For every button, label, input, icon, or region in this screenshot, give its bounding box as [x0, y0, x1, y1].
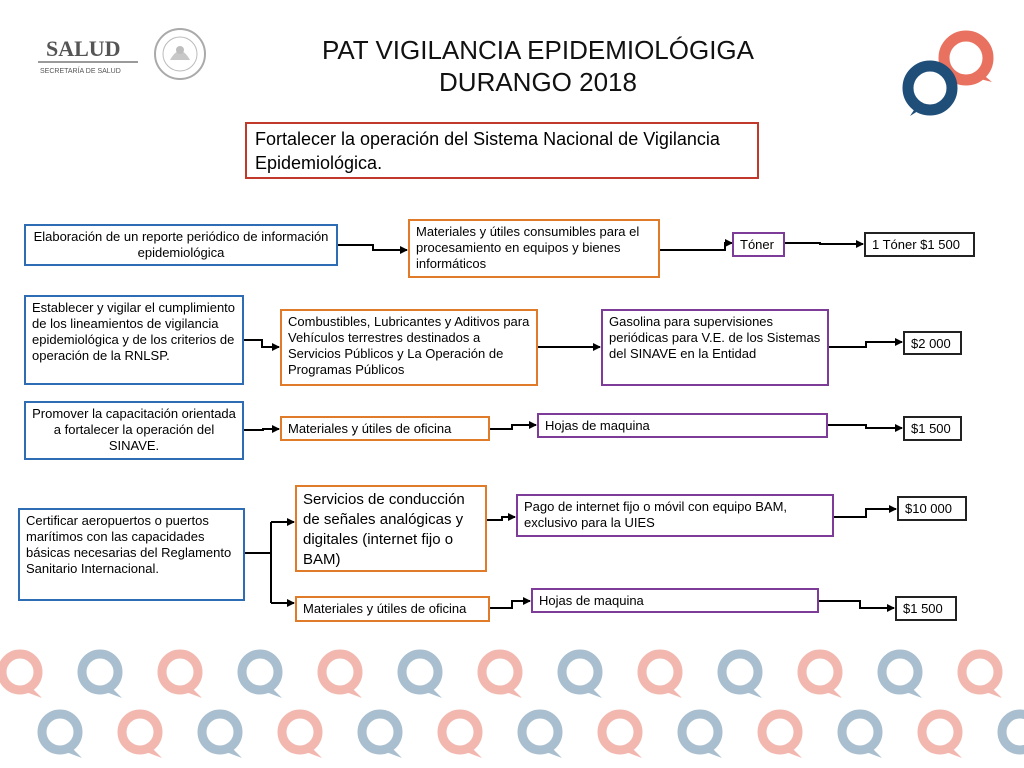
pattern-bubble-tail [906, 686, 922, 698]
pattern-bubble-tail [786, 746, 802, 758]
pattern-bubble-tail [346, 686, 362, 698]
pattern-bubble-icon [517, 709, 563, 755]
pattern-bubble-tail [386, 746, 402, 758]
pattern-bubble-icon [717, 649, 763, 695]
decorative-bubble-pattern [0, 649, 1024, 758]
pattern-bubble-icon [557, 649, 603, 695]
pattern-bubble-icon [37, 709, 83, 755]
speech-bubble-icon [902, 30, 994, 116]
pattern-bubble-tail [426, 686, 442, 698]
item-box-4a: Pago de internet fijo o móvil con equipo… [516, 494, 834, 537]
pattern-bubble-icon [357, 709, 403, 755]
pattern-bubble-tail [186, 686, 202, 698]
pattern-bubble-icon [637, 649, 683, 695]
pattern-bubble-icon [277, 709, 323, 755]
mexico-seal-icon [152, 26, 208, 82]
pattern-bubble-tail [546, 746, 562, 758]
pattern-bubble-tail [106, 686, 122, 698]
pattern-bubble-tail [506, 686, 522, 698]
pattern-bubble-icon [837, 709, 883, 755]
pattern-bubble-icon [477, 649, 523, 695]
pattern-bubble-icon [157, 649, 203, 695]
pattern-bubble-icon [397, 649, 443, 695]
title-line-1: PAT VIGILANCIA EPIDEMIOLÓGIGA [321, 35, 754, 65]
amount-box-2: $2 000 [903, 331, 962, 355]
action-box-3: Promover la capacitación orientada a for… [24, 401, 244, 460]
pattern-bubble-icon [877, 649, 923, 695]
pattern-bubble-icon [197, 709, 243, 755]
pattern-bubble-tail [706, 746, 722, 758]
pattern-bubble-tail [586, 686, 602, 698]
salud-subtitle: SECRETARÍA DE SALUD [40, 66, 121, 75]
pattern-bubble-icon [117, 709, 163, 755]
title-line-2: DURANGO 2018 [439, 67, 637, 97]
pattern-bubble-tail [306, 746, 322, 758]
pattern-bubble-icon [77, 649, 123, 695]
pattern-bubble-icon [797, 649, 843, 695]
pattern-bubble-icon [677, 709, 723, 755]
page-title: PAT VIGILANCIA EPIDEMIOLÓGIGA DURANGO 20… [260, 34, 816, 98]
item-box-4b: Hojas de maquina [531, 588, 819, 613]
amount-box-4b: $1 500 [895, 596, 957, 621]
pattern-bubble-tail [866, 746, 882, 758]
pattern-bubble-icon [757, 709, 803, 755]
action-box-4: Certificar aeropuertos o puertos marítim… [18, 508, 245, 601]
pattern-bubble-tail [666, 686, 682, 698]
pattern-bubble-tail [266, 686, 282, 698]
pattern-bubble-icon [957, 649, 1003, 695]
amount-box-4a: $10 000 [897, 496, 967, 521]
category-box-1: Materiales y útiles consumibles para el … [408, 219, 660, 278]
pattern-bubble-tail [946, 746, 962, 758]
pattern-bubble-icon [437, 709, 483, 755]
pattern-bubble-tail [986, 686, 1002, 698]
amount-box-1: 1 Tóner $1 500 [864, 232, 975, 257]
category-box-4a: Servicios de conducción de señales analó… [295, 485, 487, 572]
pattern-bubble-tail [226, 746, 242, 758]
pattern-bubble-tail [26, 686, 42, 698]
salud-logo: SALUD SECRETARÍA DE SALUD [34, 30, 144, 80]
item-box-1: Tóner [732, 232, 785, 257]
pattern-bubble-icon [597, 709, 643, 755]
action-box-2: Establecer y vigilar el cumplimiento de … [24, 295, 244, 385]
pattern-bubble-tail [746, 686, 762, 698]
objective-box: Fortalecer la operación del Sistema Naci… [245, 122, 759, 179]
category-box-4b: Materiales y útiles de oficina [295, 596, 490, 622]
pattern-bubble-tail [626, 746, 642, 758]
item-box-2: Gasolina para supervisiones periódicas p… [601, 309, 829, 386]
pattern-bubble-icon [317, 649, 363, 695]
pattern-bubble-icon [917, 709, 963, 755]
pattern-bubble-icon [997, 709, 1024, 755]
category-box-2: Combustibles, Lubricantes y Aditivos par… [280, 309, 538, 386]
amount-box-3: $1 500 [903, 416, 962, 441]
pattern-bubble-icon [0, 649, 43, 695]
pattern-bubble-tail [66, 746, 82, 758]
pattern-bubble-tail [826, 686, 842, 698]
pattern-bubble-icon [237, 649, 283, 695]
pattern-bubble-tail [146, 746, 162, 758]
salud-wordmark: SALUD [46, 36, 121, 61]
item-box-3: Hojas de maquina [537, 413, 828, 438]
pattern-bubble-tail [466, 746, 482, 758]
category-box-3: Materiales y útiles de oficina [280, 416, 490, 441]
action-box-1: Elaboración de un reporte periódico de i… [24, 224, 338, 266]
